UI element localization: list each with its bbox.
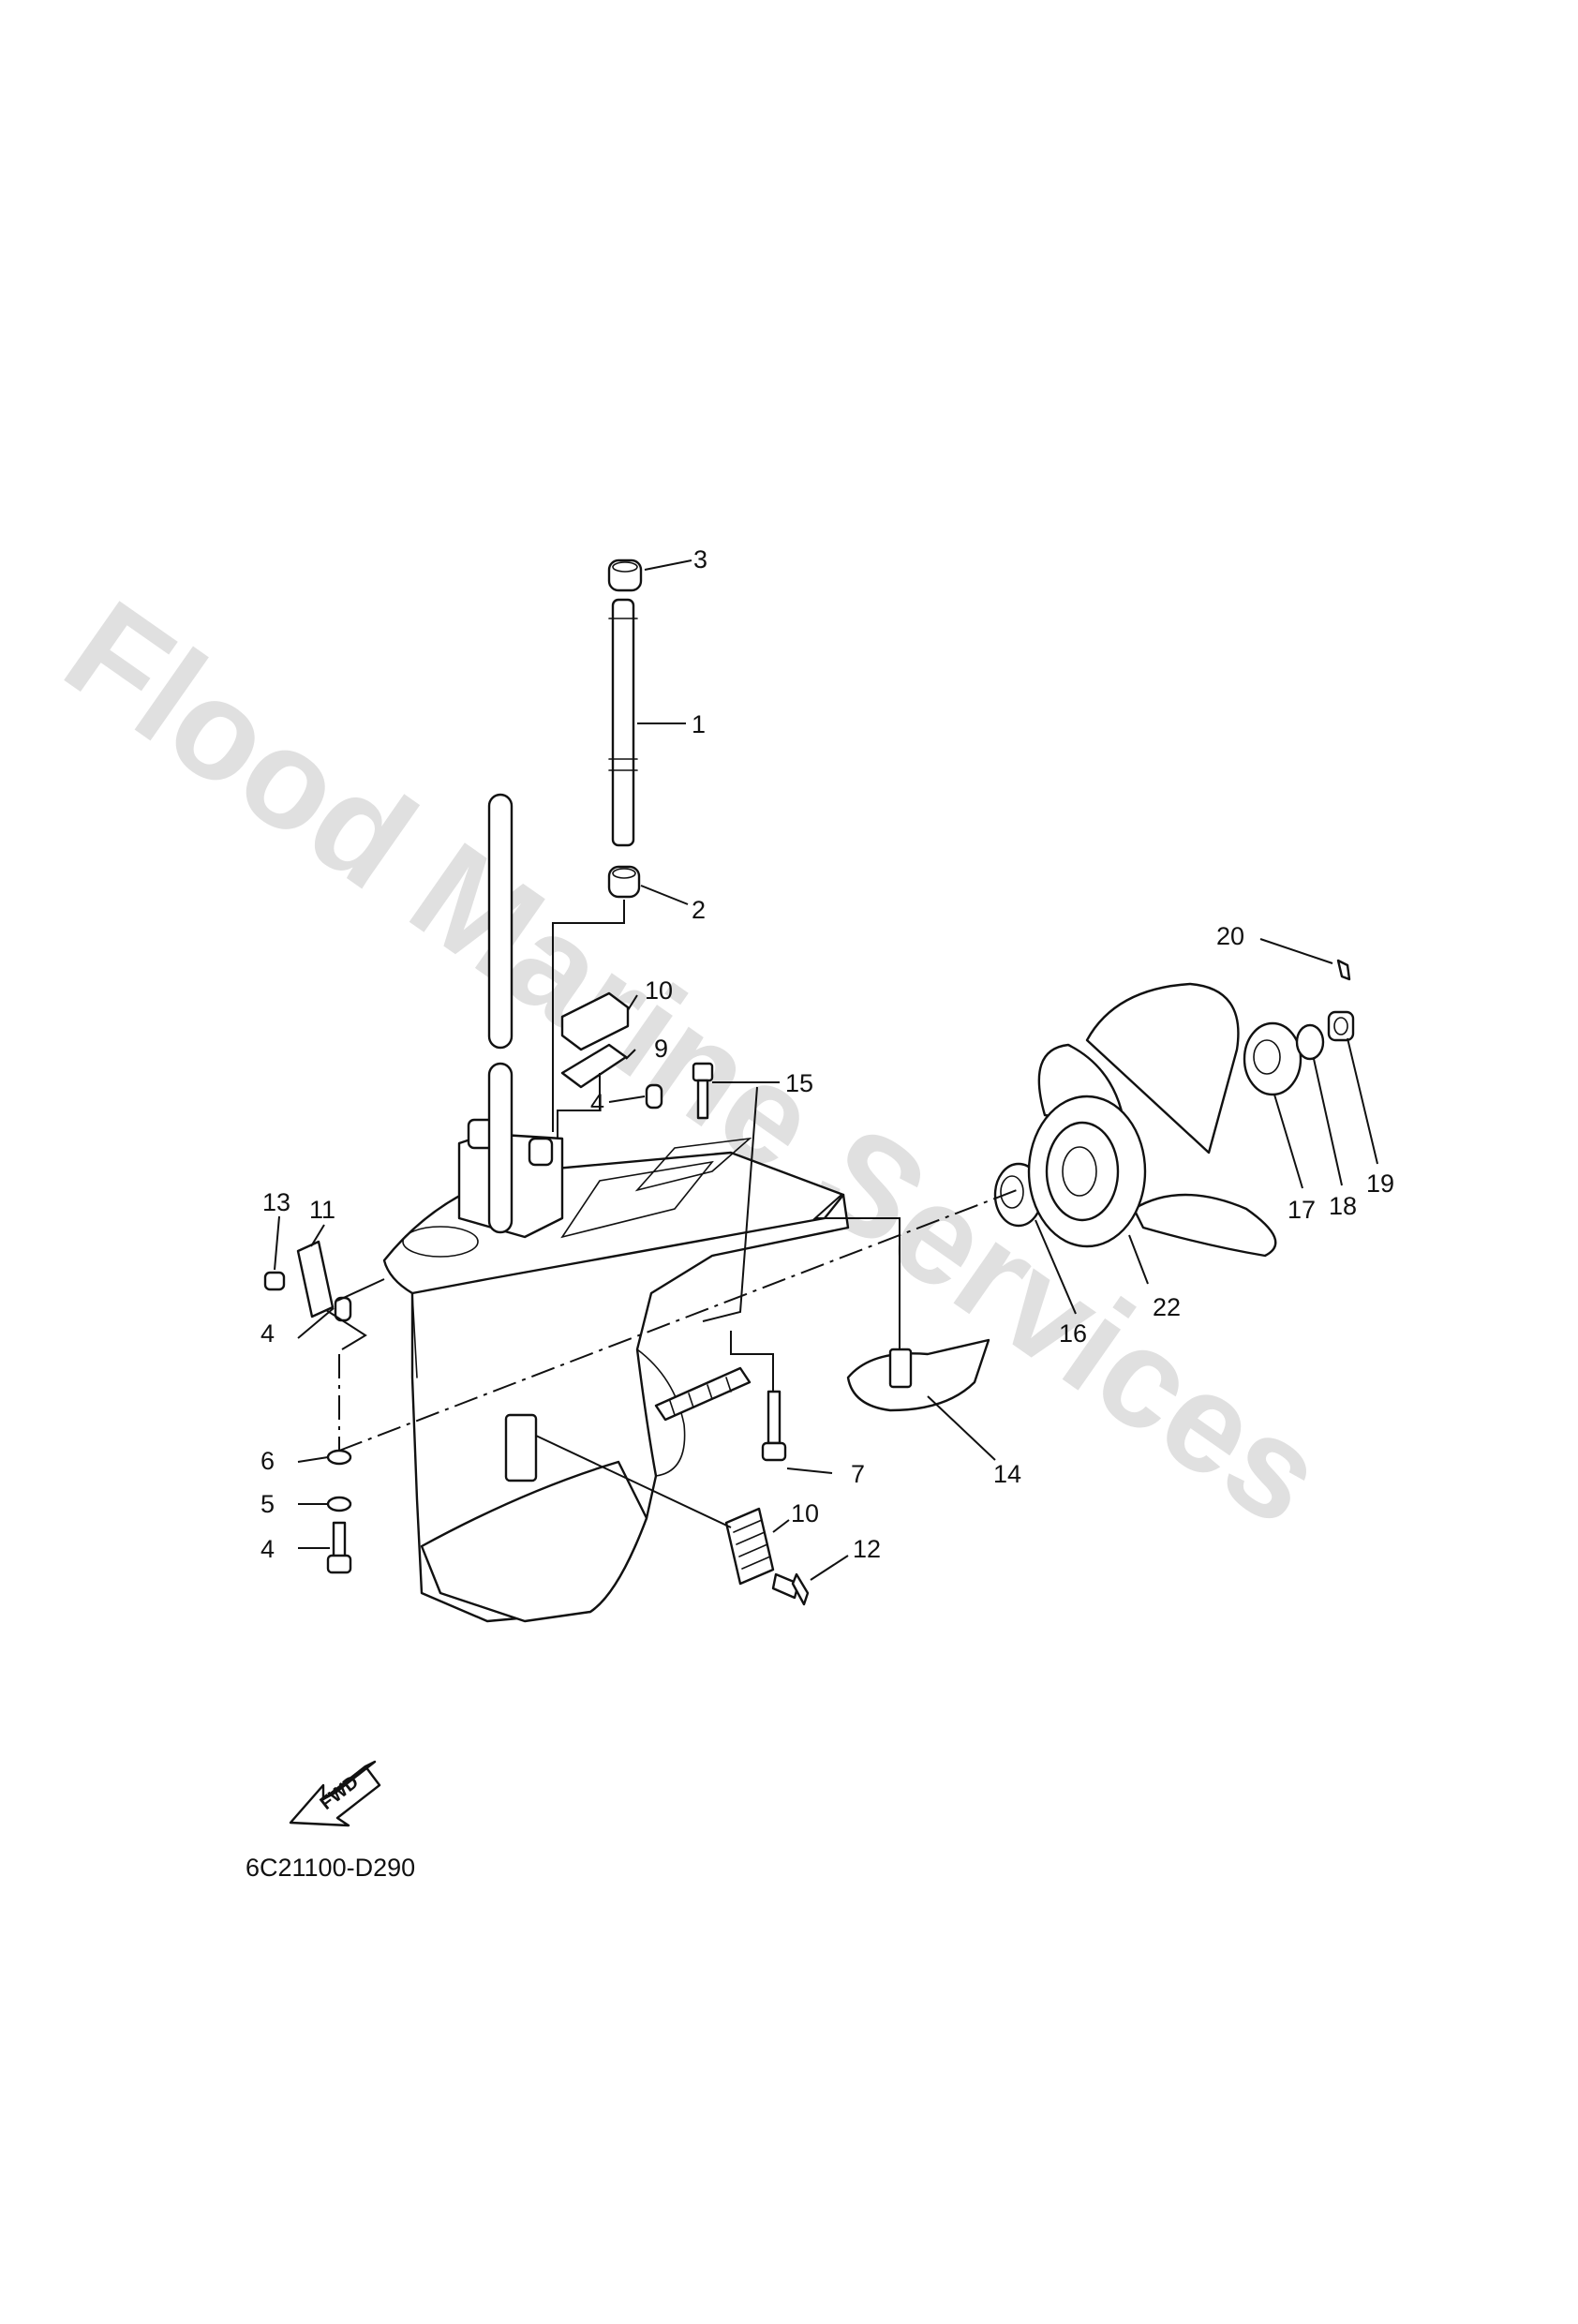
callout-13: 12 xyxy=(853,1535,881,1563)
callout-1: 1 xyxy=(692,710,706,738)
callout-18: 17 xyxy=(1288,1196,1316,1224)
callout-4-upper: 4 xyxy=(590,1089,604,1117)
callout-10: 10 xyxy=(645,976,673,1005)
part-11-grille xyxy=(724,1507,775,1586)
part-12-bracket xyxy=(296,1240,335,1318)
callout-4-lower: 4 xyxy=(261,1319,275,1348)
leader-lines xyxy=(274,559,1378,1581)
part-22-propeller xyxy=(1027,982,1277,1258)
part-3-grommet xyxy=(607,559,643,592)
callout-15: 14 xyxy=(993,1460,1021,1488)
part-19-washer xyxy=(1295,1023,1325,1061)
callout-21: 20 xyxy=(1216,922,1244,950)
callout-labels: 3 1 2 10 9 15 4 13 11 4 6 5 4 7 10 12 14… xyxy=(261,545,1394,1563)
part-6-washer xyxy=(326,1496,352,1512)
part-8-bolt xyxy=(761,1390,787,1462)
callout-20: 19 xyxy=(1366,1169,1394,1198)
drawing-code: 6C21100-D290 xyxy=(246,1854,415,1882)
fwd-arrow-icon: FWD xyxy=(289,1760,381,1827)
callout-22: 22 xyxy=(1153,1293,1181,1321)
callout-6: 5 xyxy=(261,1490,275,1518)
part-13-screw xyxy=(771,1572,810,1606)
callout-14: 13 xyxy=(262,1188,290,1216)
callout-17: 16 xyxy=(1059,1319,1087,1348)
callout-12: 11 xyxy=(309,1196,335,1224)
callout-7: 6 xyxy=(261,1447,275,1475)
callout-19: 18 xyxy=(1329,1192,1357,1220)
callout-3: 3 xyxy=(693,545,707,574)
callout-16: 15 xyxy=(785,1069,813,1097)
callout-8: 7 xyxy=(851,1460,865,1488)
part-7-washer xyxy=(326,1449,352,1466)
part-2-grommet xyxy=(607,865,641,899)
callout-5: 4 xyxy=(261,1535,275,1563)
axis-line-prop xyxy=(338,1189,1018,1452)
callout-11: 10 xyxy=(791,1499,819,1527)
part-21-cotter-pin xyxy=(1336,959,1351,981)
part-14-bolt xyxy=(263,1271,286,1291)
part-5-bolt xyxy=(326,1521,352,1574)
callout-2: 2 xyxy=(692,896,706,924)
part-16-bolt xyxy=(692,1062,714,1120)
part-9-plate xyxy=(560,1043,628,1089)
drive-shaft xyxy=(487,793,514,1234)
part-4-dowel-upper xyxy=(645,1083,663,1110)
part-15-anode xyxy=(846,1338,990,1412)
part-18-washer xyxy=(1243,1021,1303,1096)
lower-casing xyxy=(382,1118,850,1623)
callout-9: 9 xyxy=(654,1035,668,1063)
part-1-water-tube xyxy=(608,598,638,847)
part-10-rubber-seal xyxy=(560,991,630,1051)
part-20-nut xyxy=(1327,1010,1355,1042)
